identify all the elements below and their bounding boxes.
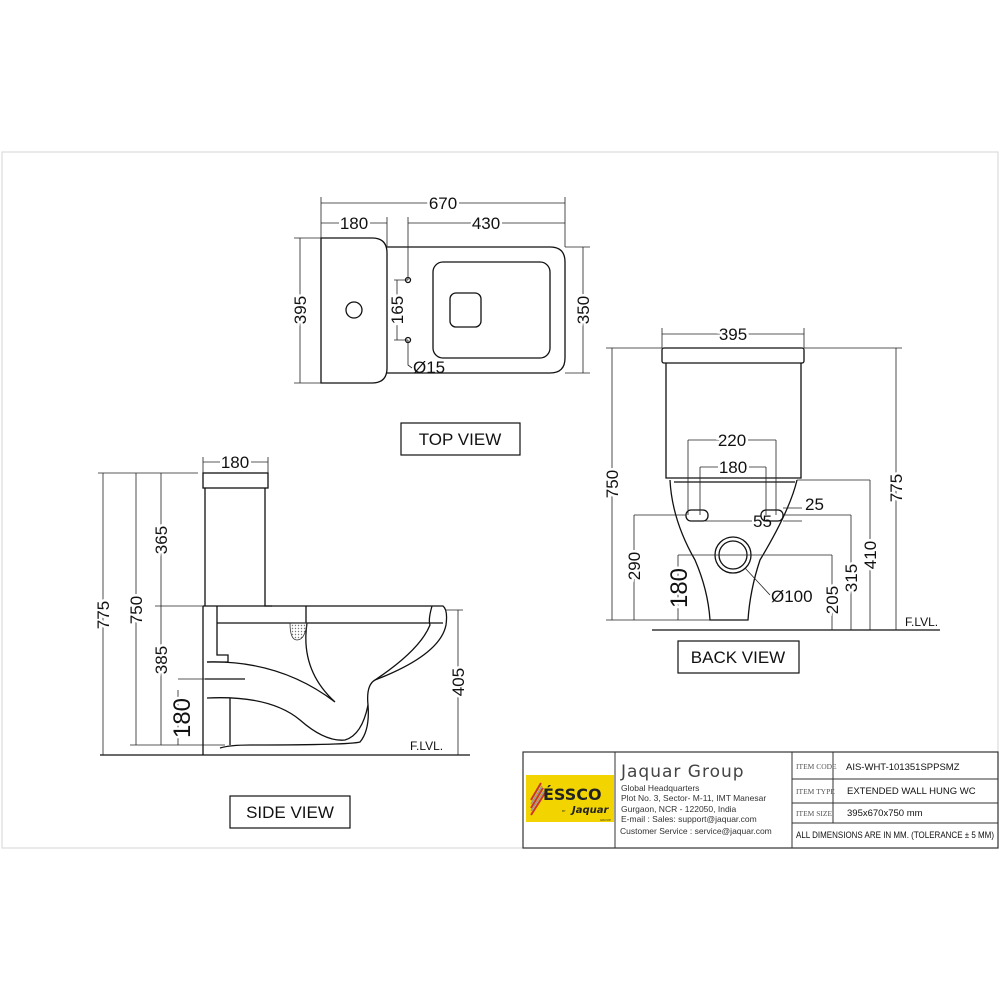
flush-hole-hatch bbox=[289, 622, 308, 641]
dim-775: 775 bbox=[887, 474, 906, 502]
logo-sub: Jaquar bbox=[570, 805, 609, 816]
dim-395: 395 bbox=[719, 325, 747, 344]
dim-385: 385 bbox=[152, 646, 171, 674]
tank-body bbox=[204, 488, 272, 607]
inlet-slot bbox=[685, 509, 709, 522]
dim-25: 25 bbox=[805, 495, 824, 514]
address-line: Plot No. 3, Sector- M-11, IMT Manesar bbox=[621, 793, 766, 803]
company-name: Jaquar Group bbox=[620, 762, 745, 782]
dim-350: 350 bbox=[574, 296, 593, 324]
top-view: 670 180 430 395 350 165 Ø15 TOP VIEW bbox=[289, 192, 596, 456]
dim-55: 55 bbox=[753, 512, 772, 531]
dim-165: 165 bbox=[388, 296, 407, 324]
top-view-title: TOP VIEW bbox=[419, 430, 502, 449]
inlet-slot bbox=[760, 509, 784, 522]
side-view-label-box bbox=[229, 795, 351, 829]
dim-180: 180 bbox=[340, 214, 368, 233]
floor-level-label: F.LVL. bbox=[410, 739, 443, 753]
back-view-label-box bbox=[677, 640, 800, 674]
title-block: ÉSSCO Jaquar BY GROUP Jaquar Group Globa… bbox=[522, 751, 999, 849]
seat-outline bbox=[432, 261, 551, 359]
trap-upper bbox=[206, 622, 336, 703]
dim-750: 750 bbox=[603, 470, 622, 498]
address-line: Gurgaon, NCR - 122050, India bbox=[621, 804, 737, 814]
item-type-label: ITEM TYPE bbox=[796, 787, 835, 796]
dim-180: 180 bbox=[221, 453, 249, 472]
dim-290: 290 bbox=[625, 552, 644, 580]
tank-cap bbox=[661, 347, 805, 364]
seat-center-square bbox=[449, 292, 482, 328]
seat-line bbox=[217, 605, 443, 681]
dim-670: 670 bbox=[429, 194, 457, 213]
back-view-title: BACK VIEW bbox=[691, 648, 785, 667]
dim-180-outlet: 180 bbox=[169, 698, 196, 738]
tank-cap bbox=[202, 472, 269, 489]
dim-750: 750 bbox=[127, 596, 146, 624]
item-type: EXTENDED WALL HUNG WC bbox=[847, 786, 976, 797]
dimension-lines bbox=[606, 328, 902, 630]
logo-by: BY bbox=[562, 809, 566, 813]
dim-180: 180 bbox=[719, 458, 747, 477]
outlet-pipe bbox=[205, 678, 245, 745]
item-size: 395x670x750 mm bbox=[847, 808, 923, 819]
back-view: 395 750 775 220 180 55 25 290 180 Ø100 2… bbox=[601, 323, 940, 674]
dim-outlet-dia: Ø100 bbox=[771, 587, 813, 606]
tank-body bbox=[665, 363, 802, 479]
back-wall-step bbox=[207, 606, 229, 663]
side-view-title: SIDE VIEW bbox=[246, 803, 334, 822]
trap-lower bbox=[206, 697, 369, 741]
dim-410: 410 bbox=[861, 541, 880, 569]
item-code: AIS-WHT-101351SPPSMZ bbox=[846, 762, 960, 773]
bowl-outline bbox=[387, 246, 566, 374]
item-size-label: ITEM SIZE bbox=[796, 809, 832, 818]
tank-outline bbox=[320, 237, 388, 384]
essco-logo: ÉSSCO Jaquar BY GROUP bbox=[526, 775, 614, 822]
dim-315: 315 bbox=[842, 564, 861, 592]
bowl-outline bbox=[203, 605, 448, 749]
dimension-lines bbox=[98, 457, 463, 755]
logo-group: GROUP bbox=[600, 818, 611, 822]
dimension-lines bbox=[294, 197, 590, 384]
address-line: Global Headquarters bbox=[621, 783, 699, 793]
dim-hole-dia: Ø15 bbox=[413, 358, 445, 377]
dim-220: 220 bbox=[718, 431, 746, 450]
item-code-label: ITEM CODE bbox=[796, 762, 837, 771]
dim-405: 405 bbox=[449, 668, 468, 696]
dim-395: 395 bbox=[291, 296, 310, 324]
tolerance-note: ALL DIMENSIONS ARE IN MM. (TOLERANCE ± 5… bbox=[796, 830, 994, 841]
dim-205: 205 bbox=[823, 586, 842, 614]
dim-180-outlet: 180 bbox=[666, 568, 693, 608]
dim-365: 365 bbox=[152, 526, 171, 554]
sheet-frame bbox=[1, 151, 999, 849]
pan-outline bbox=[669, 479, 798, 621]
side-view: 180 775 750 365 385 180 405 F.LVL. SIDE … bbox=[92, 451, 471, 829]
email-line: E-mail : Sales: support@jaquar.com bbox=[621, 814, 757, 824]
customer-service-line: Customer Service : service@jaquar.com bbox=[620, 826, 772, 836]
dim-430: 430 bbox=[472, 214, 500, 233]
top-view-label-box bbox=[400, 422, 521, 456]
logo-text: ÉSSCO bbox=[543, 785, 602, 804]
flush-button-icon bbox=[345, 301, 363, 319]
floor-level-label: F.LVL. bbox=[905, 615, 938, 629]
dim-775: 775 bbox=[94, 601, 113, 629]
